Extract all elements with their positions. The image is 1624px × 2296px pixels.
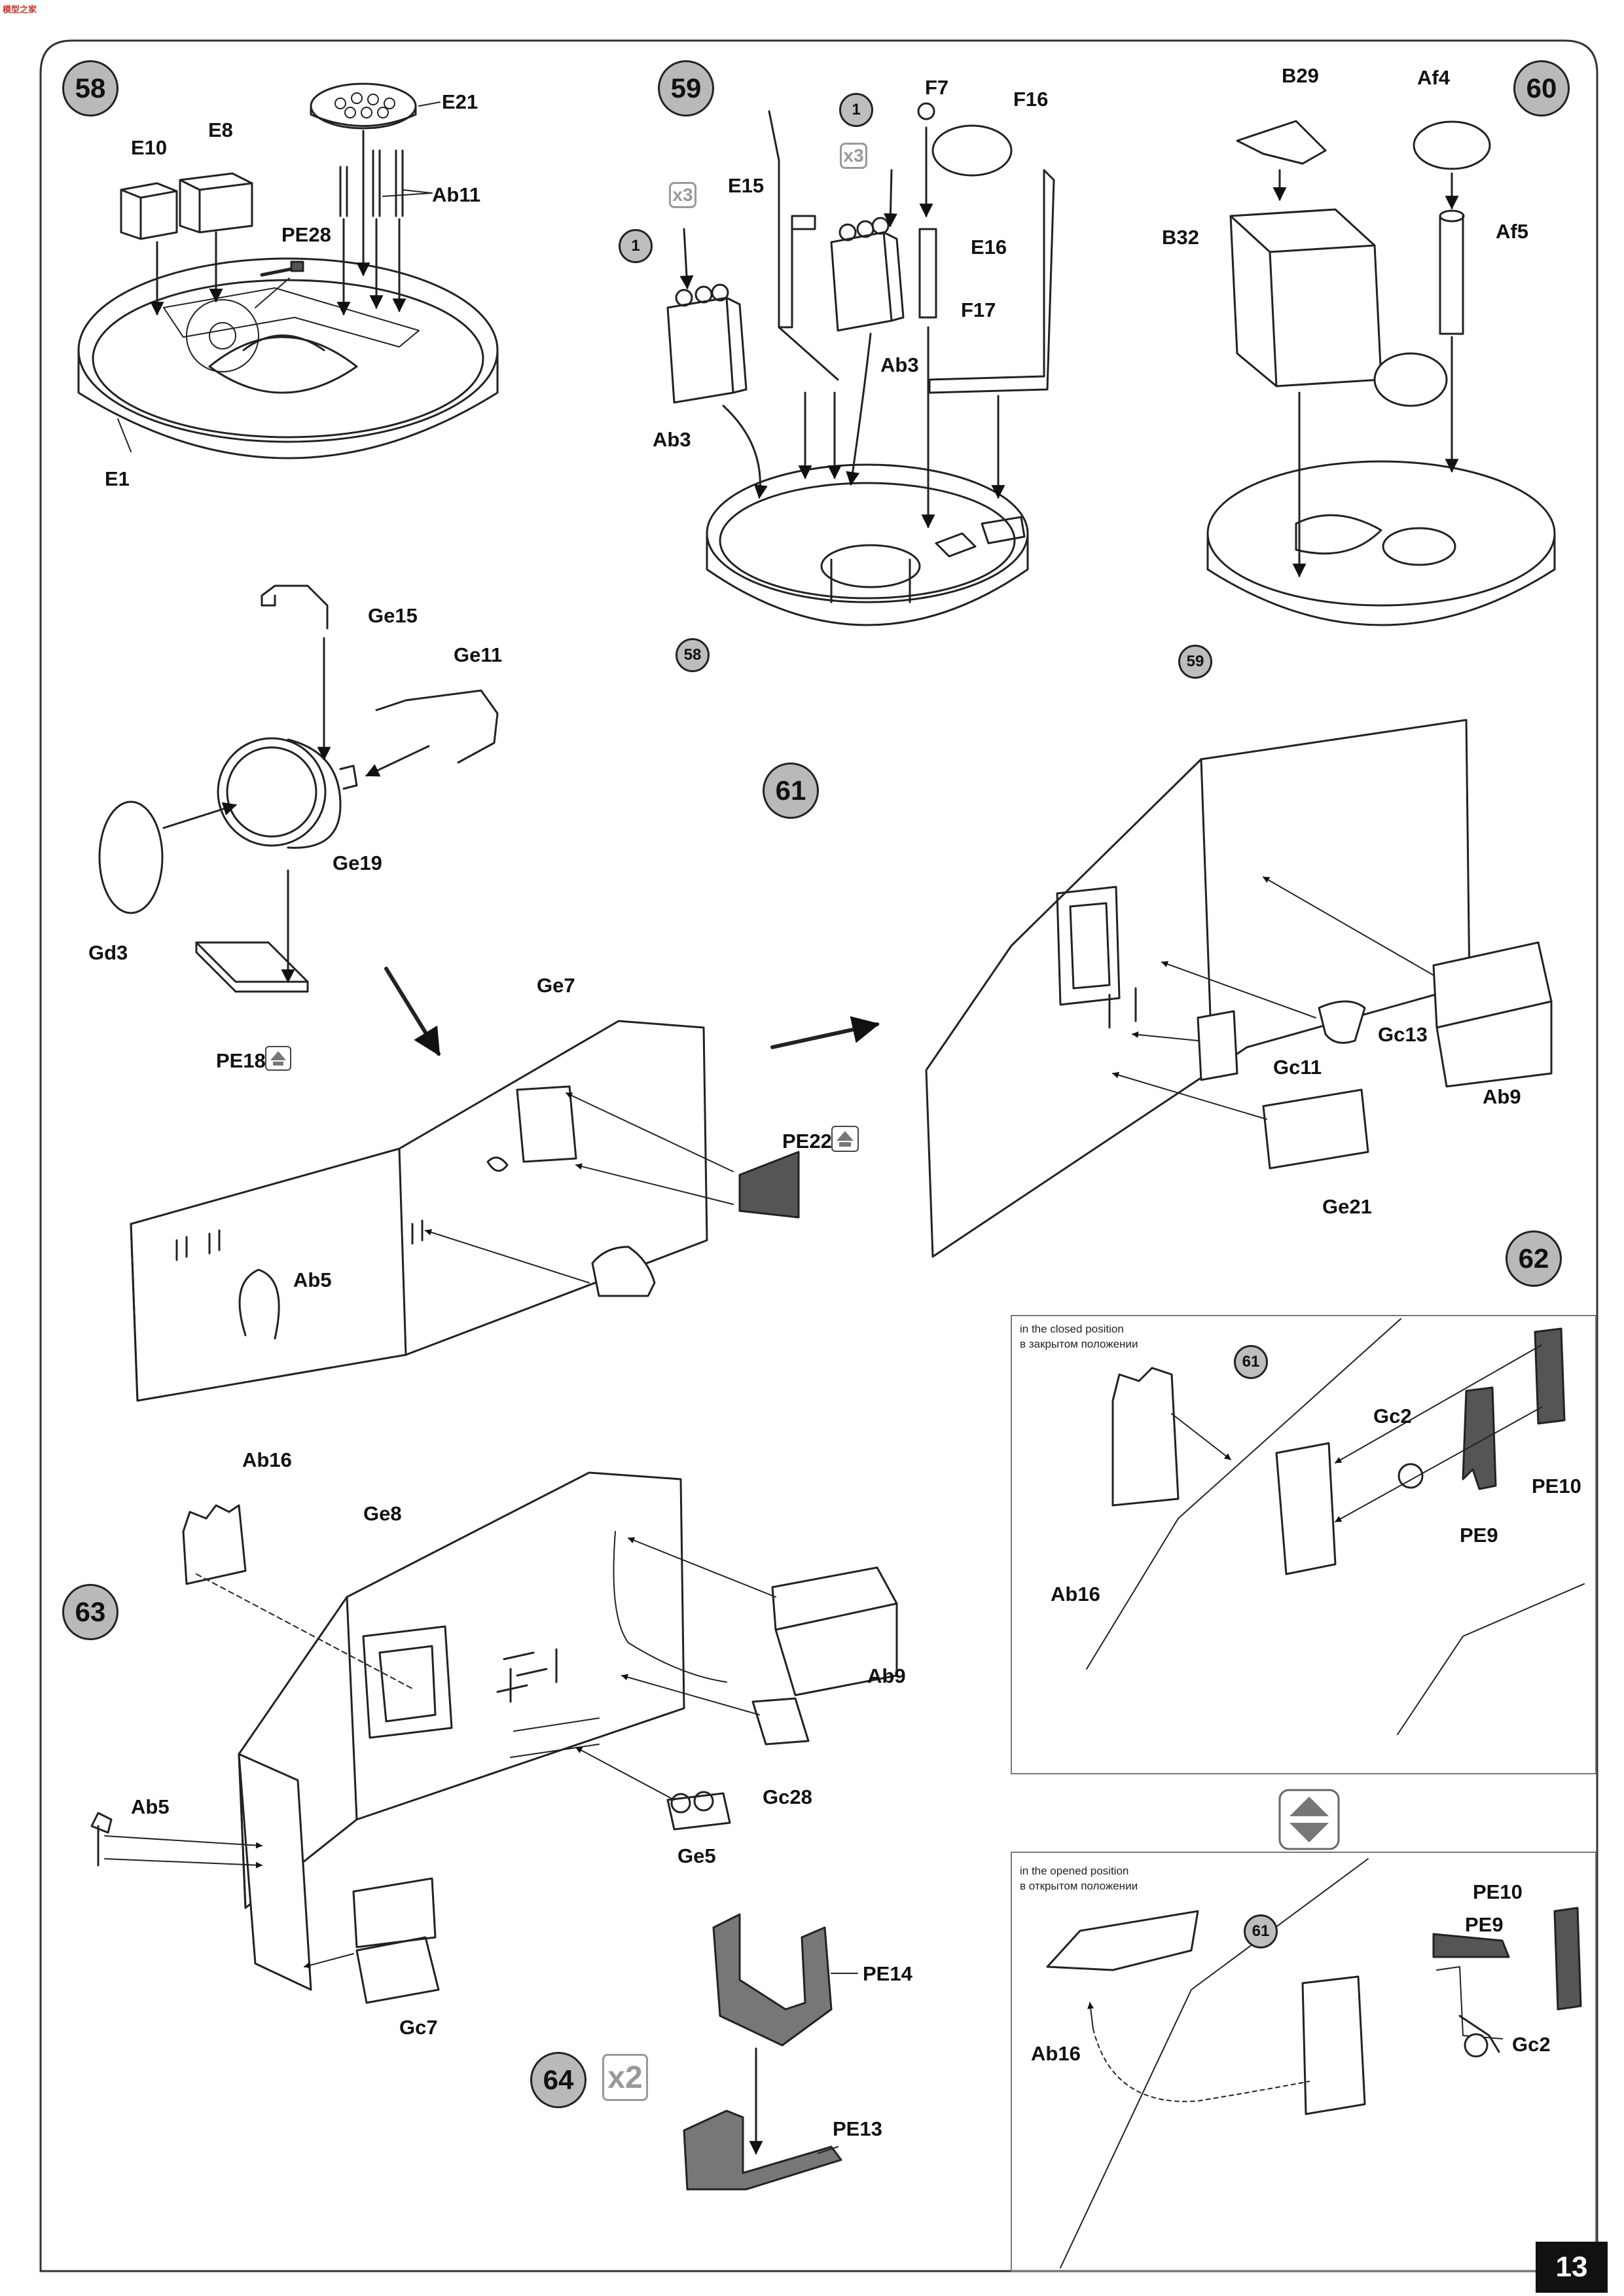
label-pe28: PE28	[281, 223, 331, 246]
label-af5: Af5	[1496, 220, 1528, 243]
note-opened-en: in the opened position	[1020, 1865, 1129, 1877]
label-pe14: PE14	[863, 1962, 912, 1985]
ref-step-58: 58	[676, 638, 710, 672]
ref-step-61-closed: 61	[1234, 1345, 1268, 1379]
label-ge11: Ge11	[454, 643, 503, 666]
step59-drawing	[666, 102, 1055, 626]
step-62-badge: 62	[1506, 1230, 1562, 1287]
multiplier-x3-left: x3	[669, 182, 696, 208]
step-59-badge: 59	[658, 60, 714, 117]
label-ge7: Ge7	[537, 974, 575, 997]
label-ab3-right: Ab3	[880, 353, 919, 376]
multiplier-x3-right: x3	[840, 143, 867, 169]
step61-drawing	[925, 719, 1553, 1258]
label-ge8: Ge8	[363, 1502, 402, 1525]
label-ab16-opened: Ab16	[1031, 2042, 1081, 2065]
label-f7: F7	[925, 76, 949, 99]
label-pe9-opened: PE9	[1465, 1913, 1504, 1936]
label-gc7: Gc7	[399, 2016, 438, 2039]
label-ab5-plate: Ab5	[293, 1268, 332, 1291]
multiplier-x2: x2	[602, 2054, 648, 2101]
step64-drawing	[683, 1913, 858, 2191]
step-58-badge: 58	[62, 60, 118, 117]
label-e16: E16	[971, 236, 1007, 259]
step63-drawing	[90, 1471, 898, 2004]
label-pe10-opened: PE10	[1473, 1880, 1523, 1903]
label-ab3-left: Ab3	[653, 428, 691, 451]
step62-drawing	[1011, 1315, 1597, 2272]
photo-etch-icon	[831, 1126, 859, 1152]
label-ab16-closed: Ab16	[1051, 1583, 1100, 1605]
lamp-drawing	[98, 584, 499, 1056]
label-f16: F16	[1013, 88, 1049, 111]
label-ge19: Ge19	[333, 852, 382, 874]
step-60-badge: 60	[1513, 60, 1570, 117]
label-pe9-closed: PE9	[1460, 1524, 1498, 1547]
label-e8: E8	[208, 118, 233, 141]
step-63-badge: 63	[62, 1584, 118, 1640]
ref-subassembly-1a: 1	[619, 229, 653, 263]
label-gc28: Gc28	[763, 1785, 812, 1808]
site-logo: 模型之家	[3, 5, 37, 14]
plate-ge7-drawing	[130, 1016, 880, 1402]
label-gc11: Gc11	[1273, 1056, 1322, 1079]
step-61-badge: 61	[763, 762, 819, 819]
label-e15: E15	[728, 174, 765, 197]
label-ge5: Ge5	[677, 1844, 716, 1867]
label-pe22: PE22	[782, 1130, 832, 1153]
label-gc13: Gc13	[1378, 1023, 1428, 1046]
ref-step-59: 59	[1178, 645, 1212, 679]
label-gd3: Gd3	[88, 941, 128, 964]
step-64-badge: 64	[530, 2052, 586, 2108]
step58-drawing	[77, 82, 499, 459]
label-ab11: Ab11	[432, 183, 481, 206]
label-e1: E1	[105, 467, 130, 490]
page-number: 13	[1536, 2242, 1608, 2293]
label-gc2-opened: Gc2	[1512, 2033, 1551, 2056]
label-b29: B29	[1282, 64, 1319, 87]
ref-step-61-opened: 61	[1244, 1914, 1278, 1948]
label-f17: F17	[961, 298, 996, 321]
label-ab9-61: Ab9	[1483, 1085, 1521, 1108]
label-b32: B32	[1162, 226, 1199, 249]
label-e21: E21	[442, 90, 478, 113]
label-ab9-63: Ab9	[867, 1664, 906, 1687]
label-ge15: Ge15	[368, 604, 418, 627]
label-af4: Af4	[1417, 66, 1450, 89]
label-e10: E10	[131, 136, 168, 159]
label-pe10-closed: PE10	[1532, 1475, 1581, 1498]
note-closed-en: in the closed position	[1020, 1323, 1124, 1335]
label-ge21: Ge21	[1322, 1195, 1372, 1218]
photo-etch-icon	[265, 1046, 291, 1071]
label-gc2-closed: Gc2	[1373, 1405, 1412, 1427]
note-closed-ru: в закрытом положении	[1020, 1338, 1138, 1350]
step60-drawing	[1206, 120, 1556, 626]
label-ab16-63: Ab16	[242, 1448, 292, 1471]
label-pe13: PE13	[833, 2117, 882, 2140]
label-ab5-63: Ab5	[131, 1795, 170, 1818]
ref-subassembly-1b: 1	[839, 93, 873, 127]
note-opened-ru: в открытом положении	[1020, 1880, 1138, 1892]
label-pe18: PE18	[216, 1049, 266, 1072]
